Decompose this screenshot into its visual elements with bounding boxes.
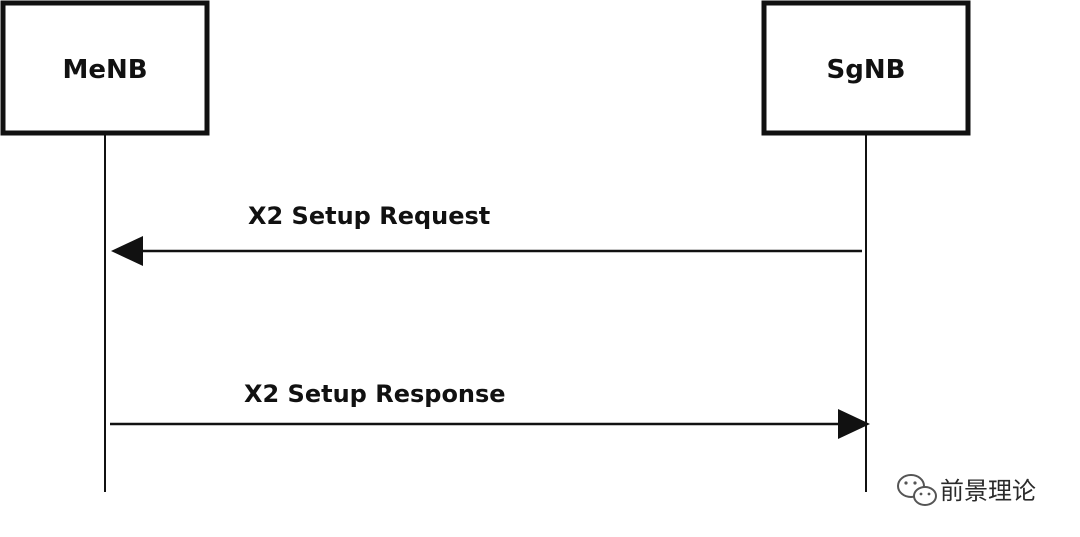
message-x2-setup-response-arrowhead (838, 409, 870, 439)
participant-sgnb-box (761, 0, 971, 136)
participant-sgnb-label: SgNB (827, 55, 906, 85)
participant-menb-box (0, 0, 210, 136)
watermark-text: 前景理论 (940, 477, 1036, 505)
watermark: 前景理论 (897, 474, 1036, 506)
message-x2-setup-request-label: X2 Setup Request (248, 202, 490, 230)
participant-menb-label: MeNB (62, 55, 147, 85)
participant-sgnb: SgNB (761, 0, 971, 136)
message-x2-setup-request: X2 Setup Request (111, 202, 862, 266)
participant-menb: MeNB (0, 0, 210, 136)
message-x2-setup-response: X2 Setup Response (110, 380, 870, 439)
message-x2-setup-response-label: X2 Setup Response (244, 380, 506, 408)
message-x2-setup-request-arrowhead (111, 236, 143, 266)
wechat-icon (897, 474, 937, 506)
